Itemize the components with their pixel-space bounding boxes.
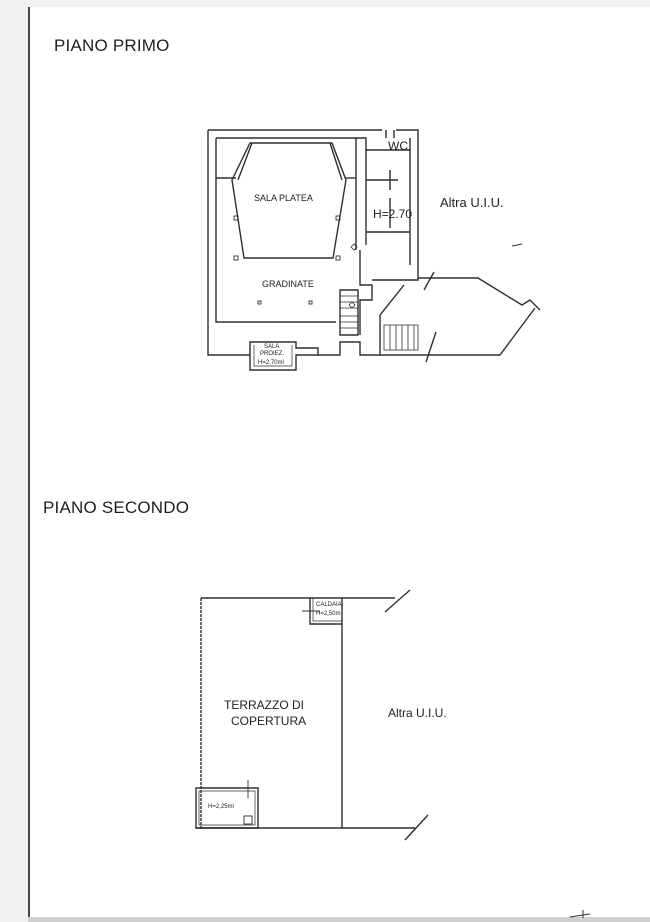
page-bottom-edge <box>28 917 650 922</box>
second-floor-walls <box>195 589 429 841</box>
room-label-caldaia: CALDAIA <box>316 602 342 608</box>
room-height-label: H=2.70 <box>373 207 413 221</box>
room-label-caldaia-height: H=2,50m <box>316 611 341 617</box>
document-page <box>28 7 650 917</box>
floor-title-first: PIANO PRIMO <box>54 36 170 55</box>
room-label-terrazzo: TERRAZZO DI <box>224 698 304 712</box>
adjacent-unit-label-second: Altra U.I.U. <box>388 706 447 720</box>
adjacent-unit-label-first: Altra U.I.U. <box>440 195 504 210</box>
room-label-sala-platea: SALA PLATEA <box>254 193 313 203</box>
floor-title-second: PIANO SECONDO <box>43 498 190 517</box>
room-height-label-small: H=2,25ml <box>208 804 234 810</box>
first-floor-walls <box>207 129 541 371</box>
room-label-wc: WC <box>388 139 408 153</box>
room-label-copertura: COPERTURA <box>231 714 307 728</box>
room-label-gradinate: GRADINATE <box>262 279 314 289</box>
room-label-proiez: PROIEZ. <box>260 351 285 357</box>
room-label-proiez-height: H=2,70ml <box>258 360 284 366</box>
room-label-sala: SALA <box>264 344 280 350</box>
